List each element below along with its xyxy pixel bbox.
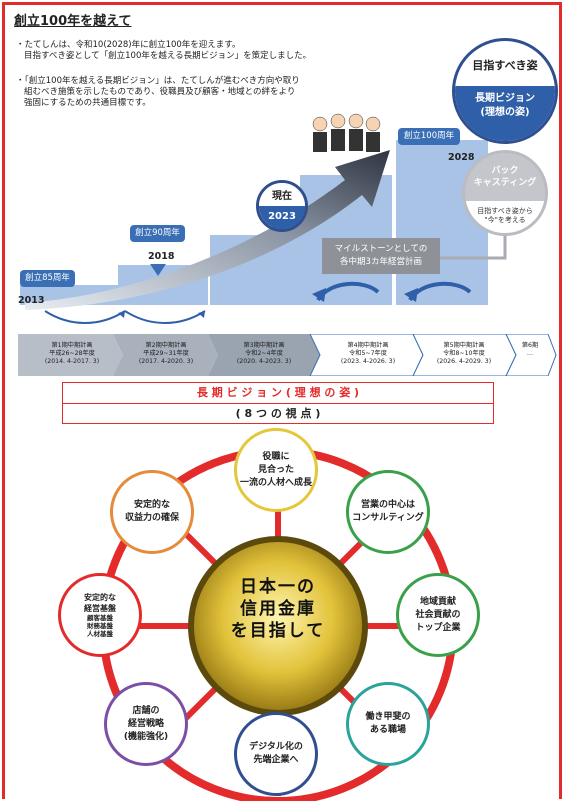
view-digital: デジタル化の先端企業へ — [234, 712, 318, 796]
cycle-arrows — [44, 310, 206, 324]
view-foundation: 安定的な経営基盤顧客基盤財務基盤人材基盤 — [58, 573, 142, 657]
view-talent: 役職に見合った一流の人材へ成長 — [234, 428, 318, 512]
growth-arrow — [25, 150, 390, 310]
now-circle: 現在 2023 — [256, 180, 308, 232]
intro-bullet-1: ・たてしんは、令和10(2028)年に創立100年を迎えます。 目指すべき姿とし… — [16, 40, 312, 61]
cycle-arrows-upper — [312, 281, 472, 302]
marker-2018-icon — [150, 264, 166, 276]
milestone-box: マイルストーンとしての各中期3カ年経営計画 — [322, 238, 440, 274]
phase-4: 第4期中期計画令和5~7年度(2023. 4-2026. 3) — [340, 342, 396, 365]
phase-3: 第3期中期計画令和2~4年度(2020. 4-2023. 3) — [236, 342, 292, 365]
phase-6: 第6期… — [521, 342, 539, 357]
year-2013: 2013 — [18, 295, 45, 306]
view-workplace: 働き甲斐のある職場 — [346, 682, 430, 766]
vision-banner: 長 期 ビ ジ ョ ン ( 理 想 の 姿 ) ( 8 つ の 視 点 ) — [62, 382, 494, 424]
tag-90th: 創立90周年 — [130, 225, 185, 242]
year-2018: 2018 — [148, 251, 175, 262]
tag-85th: 創立85周年 — [20, 270, 75, 287]
view-profit: 安定的な収益力の確保 — [110, 470, 194, 554]
view-community: 地域貢献社会貢献のトップ企業 — [396, 573, 480, 657]
people-icon — [306, 112, 386, 161]
phase-5: 第5期中期計画令和8~10年度(2026. 4-2029. 3) — [436, 342, 492, 365]
phase-1: 第1期中期計画平成26~28年度(2014. 4-2017. 3) — [44, 342, 100, 365]
tag-100th: 創立100周年 — [398, 128, 460, 145]
goal-circle: 目指すべき姿 長期ビジョン(理想の姿) — [452, 38, 558, 144]
view-branch: 店舗の経営戦略(機能強化) — [104, 682, 188, 766]
year-2028: 2028 — [448, 152, 475, 163]
backcasting-circle: バックキャスティング 目指すべき姿から"今"を考える — [462, 150, 548, 236]
center-slogan: 日本一の 信用金庫 を目指して — [230, 577, 326, 641]
phase-2: 第2期中期計画平成29~31年度(2017. 4-2020. 3) — [138, 342, 194, 365]
connector-line — [440, 236, 507, 260]
page-title: 創立100年を越えて — [14, 14, 132, 29]
intro-bullet-2: ・「創立100年を越える長期ビジョン」は、たてしんが進むべき方向や取り 組むべき… — [16, 76, 300, 108]
phase-band — [18, 334, 557, 376]
view-consulting: 営業の中心はコンサルティング — [346, 470, 430, 554]
